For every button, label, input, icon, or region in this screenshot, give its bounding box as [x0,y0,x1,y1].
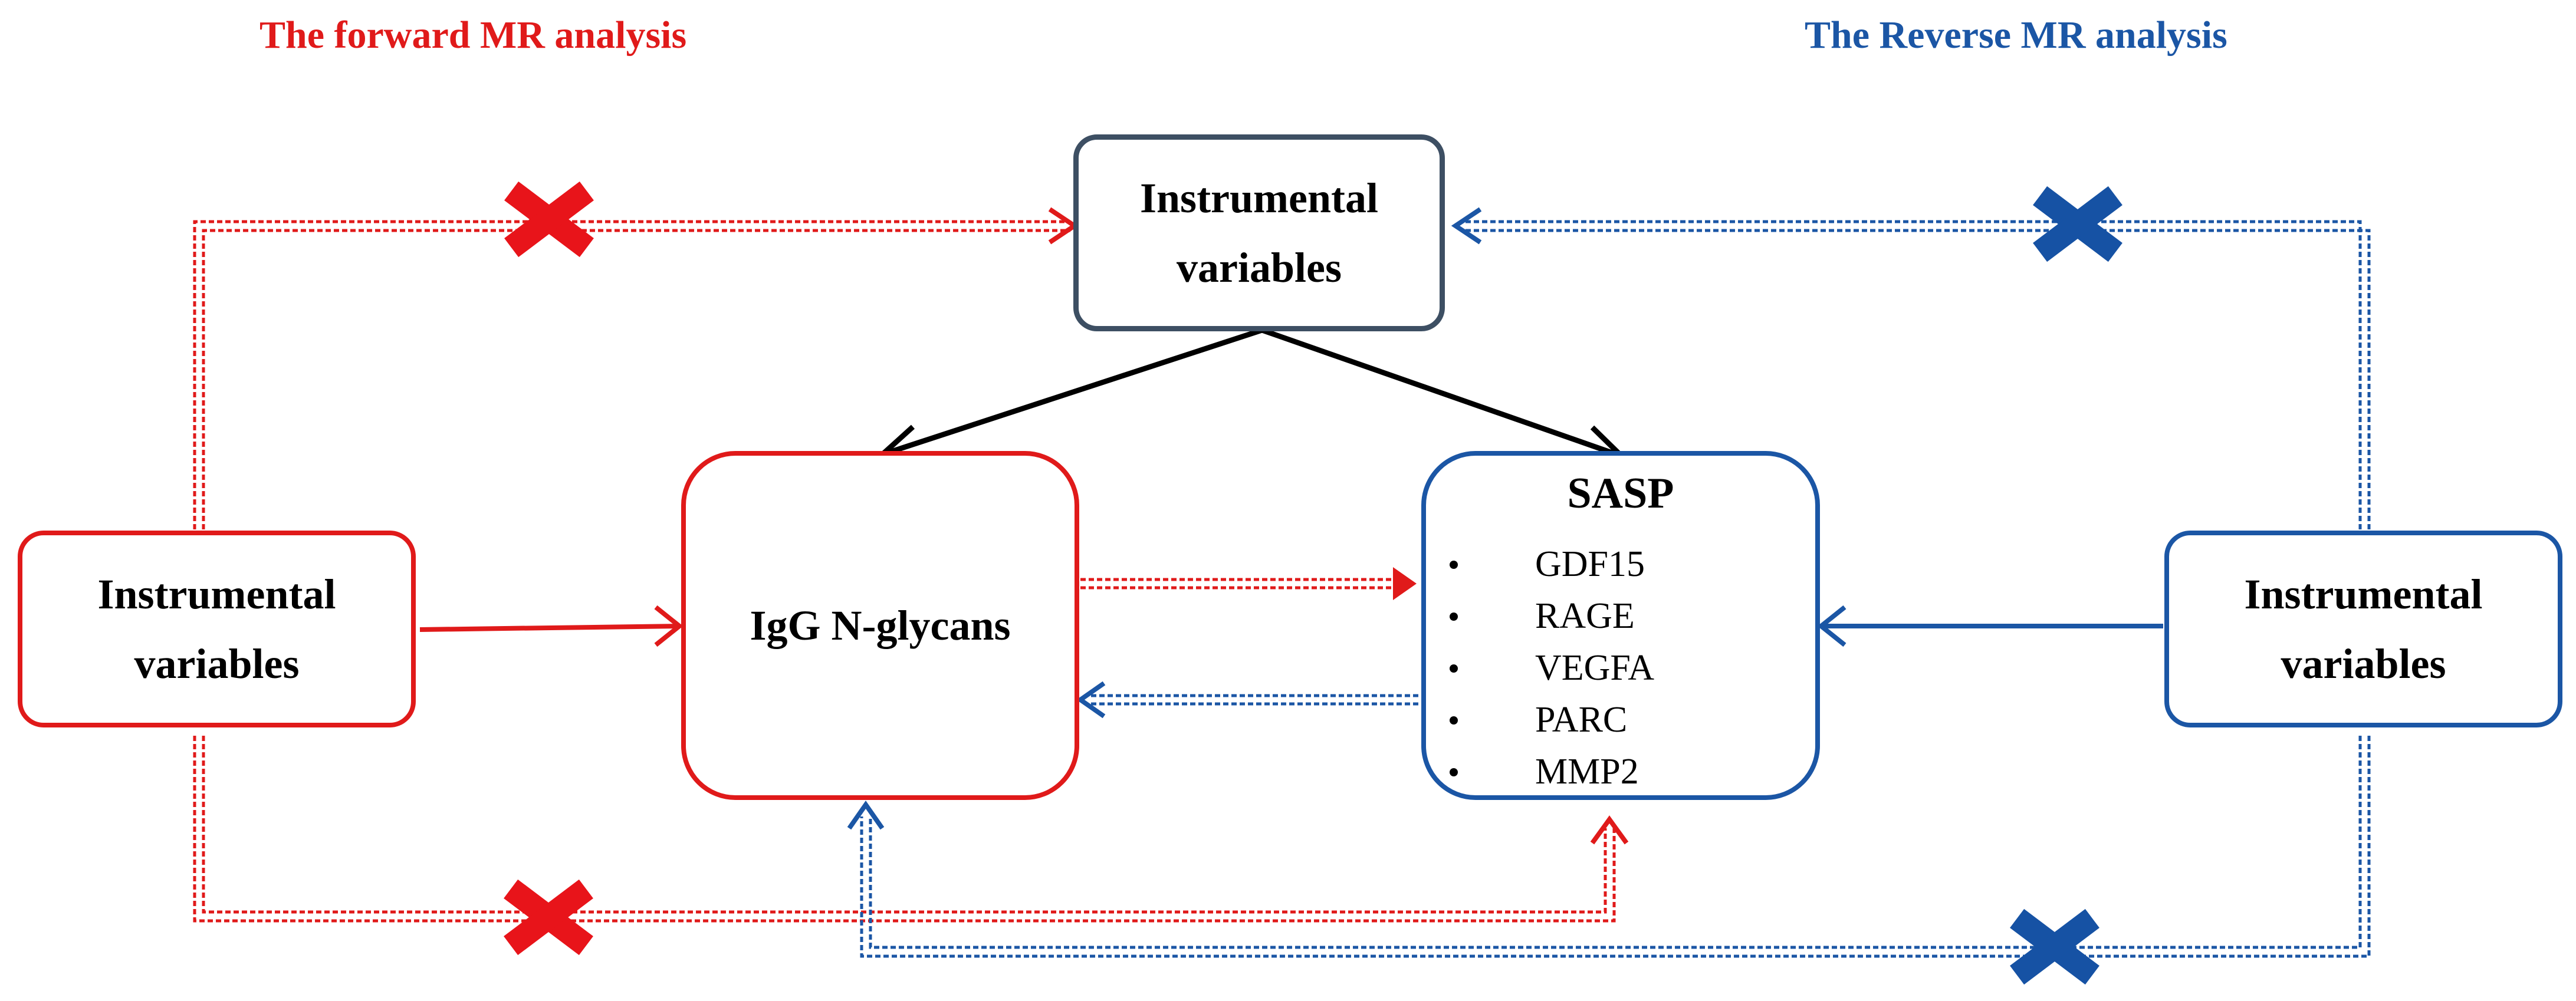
sasp-marker-label: RAGE [1535,596,1635,636]
igg-n-glycans-box: IgG N-glycans [681,451,1079,800]
sasp-marker-label: MMP2 [1535,752,1639,792]
arrow-left-iv-to-sasp-dotted [193,736,1629,923]
arrow-right-iv-to-top-iv-dotted [1451,207,2371,529]
reverse-analysis-header: The Reverse MR analysis [1805,14,2227,57]
left-iv-label-line1: Instrumental [97,571,336,618]
arrow-left-iv-to-igg [419,605,684,647]
arrow-right-iv-to-igg-dotted [847,736,2371,958]
top-instrumental-variables-box: Instrumental variables [1073,134,1445,331]
sasp-marker-label: VEGFA [1535,648,1655,688]
sasp-box: SASP GDF15 RAGE VEGFA PARC MMP2 [1421,451,1820,800]
top-iv-label-line1: Instrumental [1139,174,1378,222]
x-mark-icon [501,882,596,953]
right-instrumental-variables-box: Instrumental variables [2164,531,2562,727]
sasp-title: SASP [1567,469,1674,518]
right-iv-label-line2: variables [2281,640,2446,687]
top-iv-label-line2: variables [1177,244,1342,291]
left-iv-label-line2: variables [134,640,300,687]
arrow-sasp-to-igg-dotted [1076,681,1418,719]
sasp-marker-label: GDF15 [1535,544,1645,584]
forward-analysis-header: The forward MR analysis [259,14,687,57]
x-mark-icon [2007,911,2102,982]
left-instrumental-variables-box: Instrumental variables [18,531,416,727]
right-iv-label-line1: Instrumental [2244,571,2483,618]
arrow-right-iv-to-sasp [1817,605,2163,647]
arrow-top-iv-to-igg [876,327,1263,466]
x-mark-icon [502,184,596,255]
arrow-top-iv-to-sasp [1261,327,1628,466]
arrow-igg-to-sasp-dotted [1080,567,1417,600]
x-mark-icon [2030,189,2125,259]
sasp-marker-label: PARC [1535,700,1628,740]
igg-n-glycans-label: IgG N-glycans [750,602,1011,649]
